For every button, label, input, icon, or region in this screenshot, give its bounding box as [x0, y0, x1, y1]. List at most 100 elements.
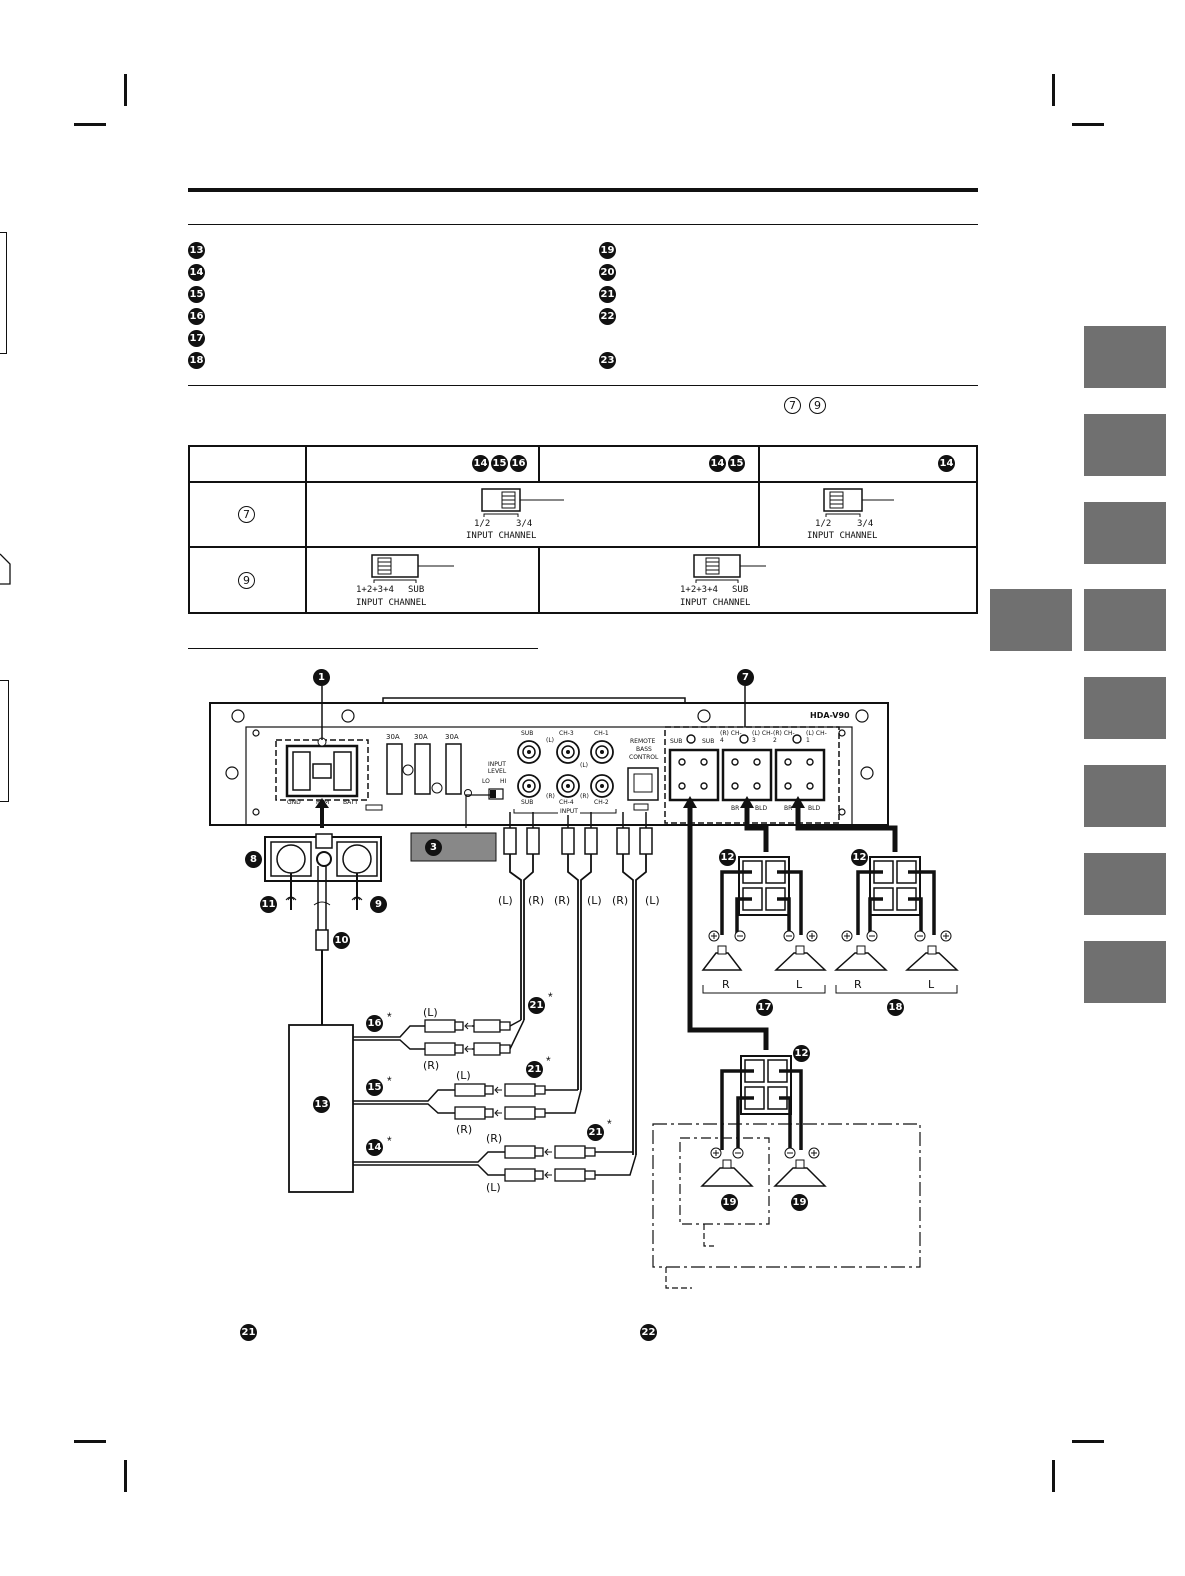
section-tab-active[interactable] — [990, 589, 1072, 651]
ref-7: 7 — [784, 397, 801, 414]
legend-item: 21 — [599, 284, 616, 304]
section-tab[interactable] — [1084, 941, 1166, 1003]
terminal-label: BATT — [343, 799, 358, 806]
callout-21: 21 — [528, 997, 545, 1014]
table-line — [305, 445, 307, 614]
switch-label: 1+2+3+4 — [356, 585, 394, 595]
cable-label: (R) — [528, 894, 545, 907]
legend-item: 16 — [188, 306, 205, 326]
rca-plugs — [424, 1019, 596, 1182]
asterisk: * — [387, 1074, 392, 1088]
section-tab[interactable] — [1084, 677, 1166, 739]
cable-label: (L) — [645, 894, 660, 907]
section-tab[interactable] — [1084, 589, 1166, 651]
spk-out-label: (L) CH-3 — [752, 730, 773, 744]
callout-19: 19 — [721, 1194, 738, 1211]
model-label: HDA-V90 — [810, 711, 850, 720]
source-cable-label: (L) — [423, 1006, 438, 1019]
spk-out-label: (L) CH-1 — [806, 730, 827, 744]
speaker-label: L — [796, 978, 803, 991]
remote-label: REMOTE — [630, 738, 656, 745]
rca-side-label: (R) — [546, 793, 555, 800]
spk-out-bottom: BR — [784, 805, 793, 812]
crop-mark — [1072, 1440, 1104, 1443]
crop-mark — [1052, 74, 1055, 106]
callout-12: 12 — [851, 849, 868, 866]
rca-side-label: (L) — [546, 737, 555, 744]
legend-item: 23 — [599, 350, 616, 370]
callout-21: 21 — [587, 1124, 604, 1141]
speaker-group-19 — [652, 1055, 921, 1289]
callout-17: 17 — [756, 999, 773, 1016]
spk-out-label: (R) CH-4 — [720, 730, 742, 744]
switch-label: SUB — [408, 585, 425, 595]
footer-ref-21: 21 — [240, 1324, 257, 1341]
callout-7: 7 — [737, 669, 754, 686]
edge-fragment — [0, 540, 11, 585]
spk-out-label: SUB — [670, 738, 683, 745]
section-tab[interactable] — [1084, 414, 1166, 476]
callout-8: 8 — [245, 851, 262, 868]
rca-label: CH-3 — [559, 730, 574, 737]
asterisk: * — [387, 1010, 392, 1024]
switch-caption: INPUT CHANNEL — [680, 598, 751, 608]
source-cable-label: (L) — [486, 1181, 501, 1194]
callout-13: 13 — [313, 1096, 330, 1113]
callout-1: 1 — [313, 669, 330, 686]
header-refs-3: 14 — [938, 455, 955, 472]
crop-mark — [1072, 123, 1104, 126]
header-rule — [188, 188, 978, 192]
asterisk: * — [548, 990, 553, 1004]
callout-10: 10 — [333, 932, 350, 949]
section-tab[interactable] — [1084, 765, 1166, 827]
table-line — [188, 546, 978, 548]
switch-label: 1/2 — [815, 519, 832, 529]
note-refs: 7 9 — [784, 397, 826, 414]
rca-cables — [503, 812, 653, 1155]
table-line — [758, 445, 760, 547]
input-label: INPUT — [558, 808, 580, 815]
spk-out-bottom: BLD — [755, 805, 768, 812]
fuse-label: 30A — [386, 733, 400, 741]
section-rule — [188, 224, 978, 225]
spk-out-bottom: BLD — [808, 805, 821, 812]
source-cable-label: (R) — [486, 1132, 503, 1145]
crop-mark — [74, 1440, 106, 1443]
remote-label: BASS — [636, 746, 652, 753]
asterisk: * — [546, 1054, 551, 1068]
callout-18: 18 — [887, 999, 904, 1016]
section-rule — [188, 385, 978, 386]
table-line — [538, 445, 540, 481]
crop-mark — [124, 74, 127, 106]
source-cable-label: (R) — [456, 1123, 473, 1136]
spk-out-label: (R) CH-2 — [773, 730, 795, 744]
source-cable-label: (L) — [456, 1069, 471, 1082]
row-label-9: 9 — [238, 572, 255, 589]
legend-item: 18 — [188, 350, 205, 370]
legend-item: 20 — [599, 262, 616, 282]
rca-label: SUB — [521, 730, 534, 737]
speaker-wiring — [683, 796, 898, 1050]
callout-9: 9 — [370, 896, 387, 913]
channel-switch-7b — [823, 488, 894, 517]
channel-switch-9a — [371, 554, 454, 583]
rca-label: CH-4 — [559, 799, 574, 806]
crop-mark — [1052, 1460, 1055, 1492]
switch-label: 1/2 — [474, 519, 491, 529]
rca-side-label: (L) — [580, 762, 589, 769]
switch-caption: INPUT CHANNEL — [356, 598, 427, 608]
switch-label: 3/4 — [857, 519, 874, 529]
legend-item: 13 — [188, 240, 205, 260]
crop-mark — [74, 123, 106, 126]
cable-label: (R) — [612, 894, 629, 907]
section-tab[interactable] — [1084, 326, 1166, 388]
section-tab[interactable] — [1084, 853, 1166, 915]
edge-fragment — [0, 680, 9, 802]
legend-item: 17 — [188, 328, 205, 348]
switch-label: 1+2+3+4 — [680, 585, 718, 595]
cable-label: (L) — [587, 894, 602, 907]
section-tab[interactable] — [1084, 502, 1166, 564]
speaker-label: R — [722, 978, 730, 991]
